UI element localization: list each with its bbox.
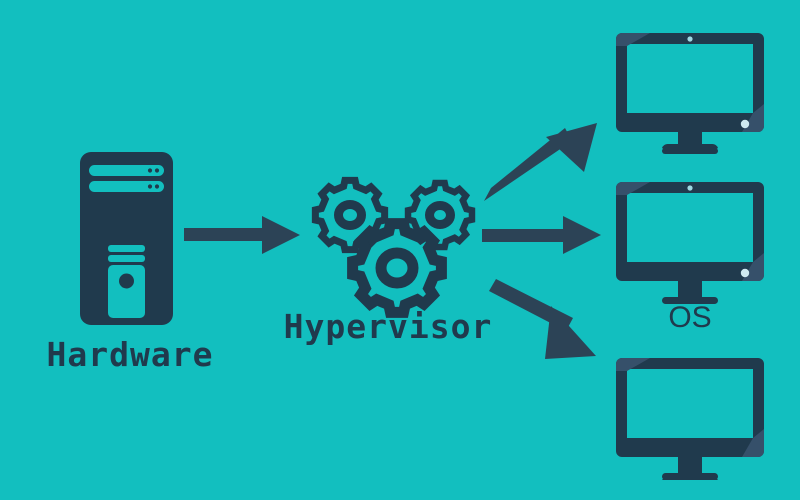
gear-large-center bbox=[347, 218, 447, 318]
hardware-label: Hardware bbox=[46, 335, 214, 374]
arrow-hypervisor-to-os-middle bbox=[482, 216, 601, 254]
arrow-hypervisor-to-os-bottom bbox=[489, 279, 596, 359]
gears-icon bbox=[311, 176, 476, 318]
gear-small-left bbox=[311, 176, 389, 254]
monitor-icon-bottom bbox=[616, 358, 764, 480]
os-label: OS bbox=[668, 301, 712, 334]
gear-small-right bbox=[404, 179, 476, 251]
arrow-hardware-to-hypervisor bbox=[184, 216, 300, 254]
monitor-icon-middle bbox=[616, 182, 764, 304]
monitor-icon-top bbox=[616, 33, 764, 154]
computer-tower-icon bbox=[80, 152, 173, 325]
arrow-hypervisor-to-os-top bbox=[484, 123, 597, 201]
hypervisor-label: Hypervisor bbox=[283, 307, 493, 346]
